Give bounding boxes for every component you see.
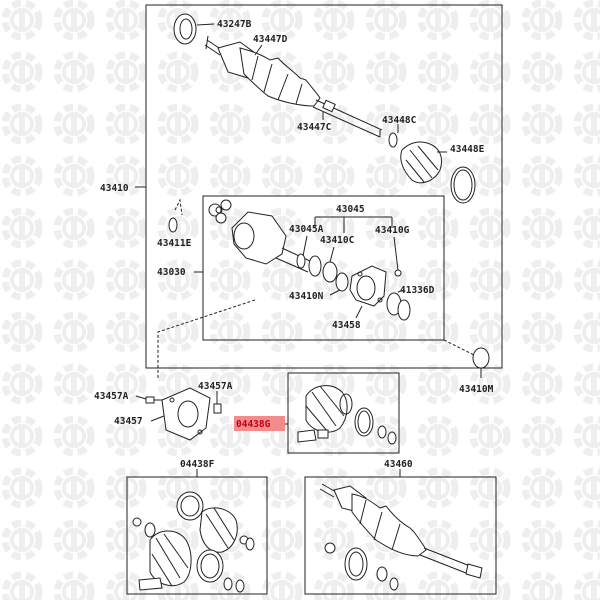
label-43448E[interactable]: 43448E (450, 144, 485, 155)
boot-kit-04438G-frame (287, 372, 400, 454)
part-43448C-clamp (388, 132, 398, 148)
shaft-assembly-43460-parts (319, 483, 483, 591)
bolt-right (213, 398, 222, 414)
part-43448E-boot (400, 141, 476, 204)
part-43457-bracket (161, 387, 211, 441)
label-43410C[interactable]: 43410C (320, 235, 355, 246)
part-43410M-ring (472, 347, 490, 369)
inner-washer-2 (308, 255, 322, 277)
main-assembly-frame (145, 4, 503, 369)
label-43045A[interactable]: 43045A (289, 224, 324, 235)
highlight-04438G (234, 416, 285, 431)
label-41336D[interactable]: 41336D (400, 285, 435, 296)
part-43410N-ring (335, 272, 349, 292)
bolt-left (145, 396, 162, 404)
boot-kit-04438G-parts (297, 385, 397, 445)
part-43410C-ring (322, 261, 338, 283)
part-43247B-seal (173, 13, 197, 45)
part-43458-bearing-bracket (349, 265, 387, 307)
label-43458[interactable]: 43458 (332, 320, 361, 331)
label-43447C[interactable]: 43447C (297, 122, 332, 133)
label-04438F[interactable]: 04438F (180, 459, 215, 470)
label-43045[interactable]: 43045 (336, 204, 365, 215)
tripod-joint (208, 199, 232, 224)
part-43045A-housing (231, 211, 313, 273)
label-43410M[interactable]: 43410M (459, 384, 494, 395)
outer-cv-joint-shaft (204, 35, 383, 138)
label-43457A-right[interactable]: 43457A (198, 381, 233, 392)
label-43457A-left[interactable]: 43457A (94, 391, 129, 402)
label-43448C[interactable]: 43448C (382, 115, 417, 126)
label-43410[interactable]: 43410 (100, 183, 129, 194)
label-43030[interactable]: 43030 (157, 267, 186, 278)
label-43410G[interactable]: 43410G (375, 225, 410, 236)
label-43247B[interactable]: 43247B (217, 19, 252, 30)
part-43411E-snap-ring (168, 217, 178, 233)
label-43460[interactable]: 43460 (384, 459, 413, 470)
boot-kit-04438F-parts (132, 491, 255, 593)
label-04438G[interactable]: 04438G (236, 419, 271, 430)
label-43411E[interactable]: 43411E (157, 238, 192, 249)
inner-washer-1 (296, 253, 306, 269)
label-43410N[interactable]: 43410N (289, 291, 324, 302)
label-43447D[interactable]: 43447D (253, 34, 288, 45)
inner-joint-frame (202, 195, 445, 341)
label-43457[interactable]: 43457 (114, 416, 143, 427)
